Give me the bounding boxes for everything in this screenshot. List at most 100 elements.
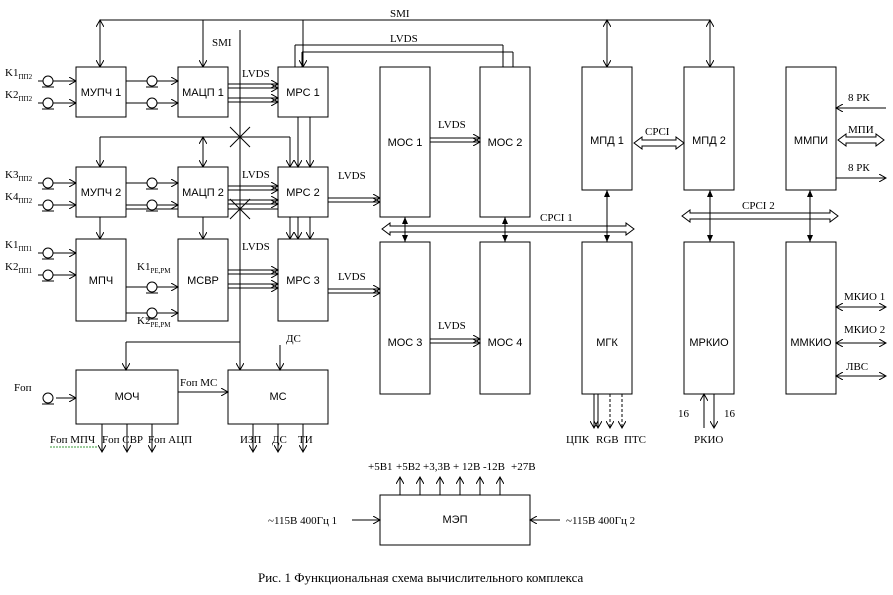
block-mrkio [683, 241, 735, 395]
block-mrs1 [277, 66, 329, 118]
block-mpch-label: МПЧ [89, 275, 113, 287]
lvds-mos12-label: LVDS [438, 119, 466, 131]
block-mpd2 [683, 66, 735, 191]
block-msvr-label: МСВР [187, 275, 219, 287]
block-matsp1-label: МАЦП 1 [182, 87, 224, 99]
svg-text:8 РК: 8 РК [848, 162, 870, 174]
block-mrs1-label: МРС 1 [286, 87, 320, 99]
svg-text:K2ПП1: K2ПП1 [5, 261, 33, 275]
svg-text:-12В: -12В [483, 461, 505, 473]
block-mupch2-label: МУПЧ 2 [81, 187, 122, 199]
lvds-mrs2-in-label: LVDS [242, 169, 270, 181]
block-mmkio [785, 241, 837, 395]
block-matsp1 [177, 66, 229, 118]
block-mmpi-label: ММПИ [794, 135, 828, 147]
smi-top-label: SMI [390, 8, 410, 20]
row1-links: LVDS [126, 68, 278, 110]
input-k1-pp1: K1ПП1 [5, 239, 76, 253]
block-ms-label: МС [269, 391, 286, 403]
svg-text:+3,3В: +3,3В [423, 461, 450, 473]
moch-ms-links: Fоп МС ДС [102, 333, 303, 452]
figure-caption: Рис. 1 Функциональная схема вычислительн… [258, 570, 584, 585]
lvds-top-label: LVDS [390, 33, 418, 45]
block-mep [379, 494, 531, 546]
block-mmpi [785, 66, 837, 191]
out-izp: ИЗП [240, 434, 261, 446]
block-mos4 [479, 241, 531, 395]
cpci-pd-link: CPCI [633, 126, 685, 150]
lvds-top-link: LVDS [294, 33, 514, 67]
svg-text:K2РЕ,РМ: K2РЕ,РМ [137, 315, 171, 329]
block-matsp2 [177, 166, 229, 218]
block-mrs2 [277, 166, 329, 218]
svg-text:16: 16 [678, 408, 690, 420]
out-tspk: ЦПК [566, 434, 590, 446]
block-mrs2-label: МРС 2 [286, 187, 320, 199]
block-mos3-label: МОС 3 [388, 337, 423, 349]
block-mgk-label: МГК [596, 337, 618, 349]
block-mos2 [479, 66, 531, 218]
svg-text:+5В2: +5В2 [396, 461, 421, 473]
block-mrkio-label: МРКИО [689, 337, 729, 349]
svg-text:Fоп: Fоп [14, 382, 32, 394]
block-mos4-label: МОС 4 [488, 337, 523, 349]
lvds-mrs1-label: LVDS [242, 68, 270, 80]
block-mupch2 [75, 166, 127, 218]
svg-text:МКИО 1: МКИО 1 [844, 291, 885, 303]
svg-text:~115В 400Гц 2: ~115В 400Гц 2 [566, 515, 635, 527]
block-moch-label: МОЧ [115, 391, 140, 403]
out-ds: ДС [272, 434, 287, 446]
mmkio-io: МКИО 1 МКИО 2 ЛВС [836, 291, 886, 376]
out-fop-mpch: Fоп МПЧ [50, 434, 95, 446]
block-mpd1-label: МПД 1 [590, 135, 624, 147]
block-mos1-label: МОС 1 [388, 137, 423, 149]
out-fop-svr: Fоп СВР [102, 434, 143, 446]
block-mrs3-label: МРС 3 [286, 275, 320, 287]
svg-text:+27В: +27В [511, 461, 536, 473]
smi-side-label: SMI [212, 37, 232, 49]
block-mmkio-label: ММКИО [790, 337, 832, 349]
out-rkio: РКИО [694, 434, 723, 446]
input-k2-pp2: K2ПП2 [5, 89, 76, 103]
mrs-vertical-links [298, 117, 310, 239]
smi-bus: SMI SMI [100, 8, 710, 67]
input-k4-pp2: K4ПП2 [5, 191, 76, 205]
svg-text:CPCI: CPCI [645, 126, 670, 138]
lvds-mrs3-out-label: LVDS [338, 271, 366, 283]
out-pts: ПТС [624, 434, 646, 446]
block-mupch1 [75, 66, 127, 118]
row3-links: K1РЕ,РМ K2РЕ,РМ LVDS LVDS [126, 241, 380, 329]
block-mrs3 [277, 238, 329, 322]
fop-ms-label: Fоп МС [180, 377, 217, 389]
block-mupch1-label: МУПЧ 1 [81, 87, 122, 99]
input-connectors [42, 75, 54, 405]
svg-text:МПИ: МПИ [848, 124, 874, 136]
svg-text:+ 12В: + 12В [453, 461, 480, 473]
svg-text:K2ПП2: K2ПП2 [5, 89, 33, 103]
svg-text:8 РК: 8 РК [848, 92, 870, 104]
block-matsp2-label: МАЦП 2 [182, 187, 224, 199]
input-fop: Fоп [14, 382, 76, 398]
cpci2-bus: CPCI 2 [681, 190, 839, 242]
svg-text:K1ПП2: K1ПП2 [5, 67, 33, 81]
lvds-mrs3-in-label: LVDS [242, 241, 270, 253]
block-mpch [75, 238, 127, 322]
block-mep-label: МЭП [443, 514, 468, 526]
out-rgb: RGB [596, 434, 619, 446]
block-ms [227, 369, 329, 425]
svg-text:~115В 400Гц 1: ~115В 400Гц 1 [268, 515, 337, 527]
svg-text:K1РЕ,РМ: K1РЕ,РМ [137, 261, 171, 275]
block-mos3 [379, 241, 431, 395]
svg-text:ЛВС: ЛВС [846, 361, 868, 373]
block-mos2-label: МОС 2 [488, 137, 523, 149]
row-dividers [100, 126, 290, 239]
power-inputs: ~115В 400Гц 1 ~115В 400Гц 2 [268, 515, 635, 527]
svg-text:K3ПП2: K3ПП2 [5, 169, 33, 183]
svg-text:МКИО 2: МКИО 2 [844, 324, 885, 336]
input-k2-pp1: K2ПП1 [5, 261, 76, 275]
power-outputs: +5В1 +5В2 +3,3В + 12В -12В +27В [368, 461, 536, 495]
ds-input-label: ДС [286, 333, 301, 345]
svg-text:CPCI 2: CPCI 2 [742, 200, 775, 212]
mgk-outputs [594, 394, 622, 428]
